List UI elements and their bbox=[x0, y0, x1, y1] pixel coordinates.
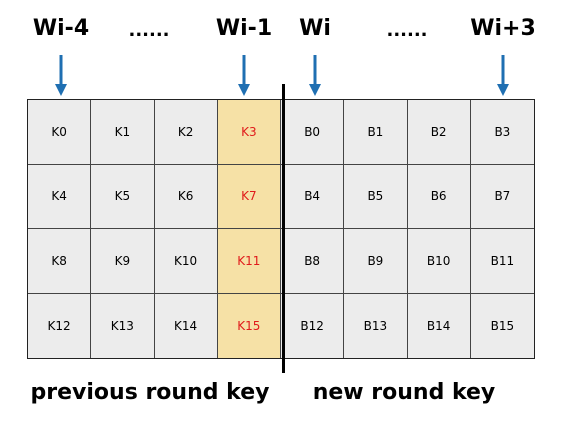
grid-cell-k10: K10 bbox=[154, 229, 218, 294]
grid-cell-k2: K2 bbox=[154, 100, 218, 165]
grid-cell-b15: B15 bbox=[470, 293, 534, 358]
grid-cell-b13: B13 bbox=[344, 293, 408, 358]
grid-cell-k0: K0 bbox=[28, 100, 92, 165]
grid-cell-b11: B11 bbox=[470, 229, 534, 294]
grid-cell-b10: B10 bbox=[407, 229, 471, 294]
grid-cell-k3: K3 bbox=[217, 100, 281, 165]
caption-previous-round-key: previous round key bbox=[30, 380, 270, 405]
grid-cell-k11: K11 bbox=[217, 229, 281, 294]
round-key-divider bbox=[282, 84, 285, 373]
grid-cell-b4: B4 bbox=[281, 164, 345, 229]
grid-cell-b1: B1 bbox=[344, 100, 408, 165]
arrow-wi-minus-1 bbox=[238, 55, 250, 96]
grid-cell-k8: K8 bbox=[28, 229, 92, 294]
grid-cell-k7: K7 bbox=[217, 164, 281, 229]
grid-cell-k14: K14 bbox=[154, 293, 218, 358]
grid-cell-k15: K15 bbox=[217, 293, 281, 358]
grid-cell-k1: K1 bbox=[91, 100, 155, 165]
grid-cell-b2: B2 bbox=[407, 100, 471, 165]
grid-cell-b3: B3 bbox=[470, 100, 534, 165]
grid-cell-k9: K9 bbox=[91, 229, 155, 294]
grid-cell-b8: B8 bbox=[281, 229, 345, 294]
grid-cell-b6: B6 bbox=[407, 164, 471, 229]
caption-new-round-key: new round key bbox=[312, 380, 496, 405]
arrow-wi-minus-4 bbox=[55, 55, 67, 96]
grid-cell-k13: K13 bbox=[91, 293, 155, 358]
header-ellipsis-right: ...... bbox=[386, 20, 428, 41]
grid-cell-b14: B14 bbox=[407, 293, 471, 358]
header-wi-minus-4: Wi-4 bbox=[32, 16, 90, 41]
grid-cell-b9: B9 bbox=[344, 229, 408, 294]
header-wi-plus-3: Wi+3 bbox=[470, 16, 536, 41]
header-ellipsis-left: ...... bbox=[128, 20, 170, 41]
arrow-wi bbox=[309, 55, 321, 96]
grid-cell-k5: K5 bbox=[91, 164, 155, 229]
grid-cell-b0: B0 bbox=[281, 100, 345, 165]
grid-cell-k6: K6 bbox=[154, 164, 218, 229]
grid-cell-b5: B5 bbox=[344, 164, 408, 229]
header-wi: Wi bbox=[299, 16, 331, 41]
grid-cell-k4: K4 bbox=[28, 164, 92, 229]
grid-cell-b7: B7 bbox=[470, 164, 534, 229]
header-wi-minus-1: Wi-1 bbox=[215, 16, 273, 41]
grid-cell-b12: B12 bbox=[281, 293, 345, 358]
arrow-wi-plus-3 bbox=[497, 55, 509, 96]
grid-cell-k12: K12 bbox=[28, 293, 92, 358]
